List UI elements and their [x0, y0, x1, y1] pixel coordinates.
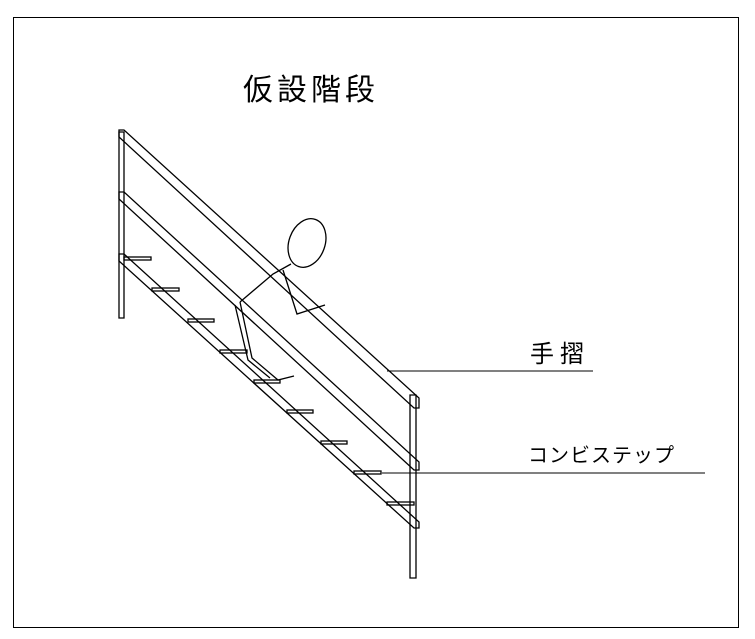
- middle-handrail: [118, 191, 420, 471]
- worker-head: [287, 218, 327, 268]
- drawing-frame: [13, 17, 739, 628]
- step: [386, 501, 415, 506]
- right-post: [409, 394, 417, 579]
- step: [219, 349, 248, 354]
- step: [123, 256, 152, 261]
- worker-torso: [239, 263, 292, 303]
- steps: [123, 256, 415, 506]
- step-label: コンビステップ: [528, 443, 675, 467]
- step: [353, 470, 382, 475]
- step: [151, 287, 180, 292]
- worker-leg-back: [234, 304, 271, 379]
- worker-arm: [282, 269, 326, 315]
- step: [320, 440, 348, 445]
- handrail-label: 手摺: [530, 340, 590, 368]
- step: [253, 379, 281, 384]
- diagram-title: 仮設階段: [243, 73, 379, 108]
- step: [286, 409, 314, 414]
- top-handrail: [118, 129, 420, 409]
- worker-leg-front: [239, 301, 295, 381]
- stair-stringer: [118, 253, 420, 529]
- worker-figure: [234, 218, 327, 381]
- step: [187, 318, 215, 323]
